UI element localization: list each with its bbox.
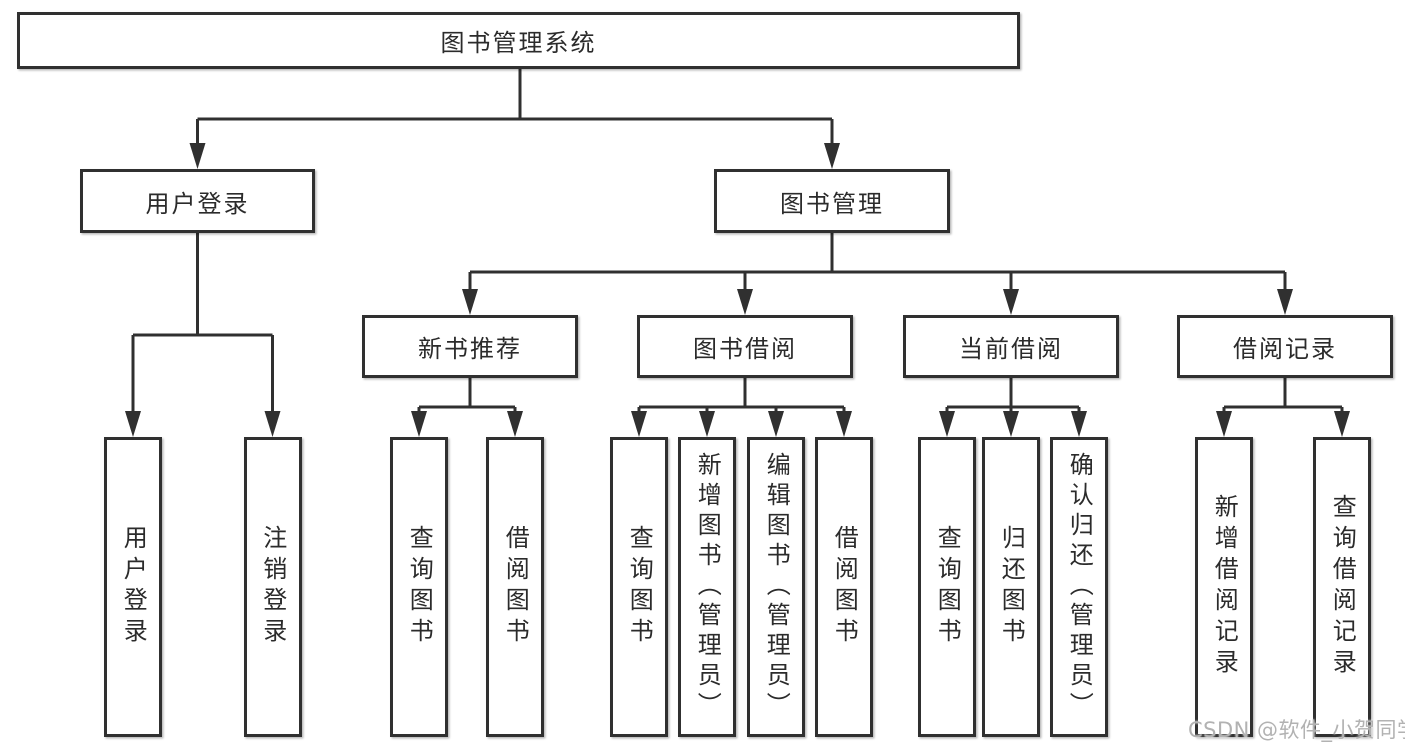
node-library-management-system: 图书管理系统 [17, 12, 1020, 69]
leaf-add-book-admin-label: 新增图书（管理员） [693, 452, 722, 722]
leaf-add-borrow-record-label: 新增借阅记录 [1210, 494, 1239, 680]
leaf-user-login: 用户登录 [104, 437, 162, 737]
leaf-search-books-current: 查询图书 [918, 437, 976, 737]
leaf-borrow-book-label: 借阅图书 [830, 525, 859, 649]
leaf-return-book-label: 归还图书 [997, 525, 1026, 649]
node-book-borrowing: 图书借阅 [637, 315, 853, 378]
node-current-borrowing: 当前借阅 [903, 315, 1119, 378]
leaf-borrow-books-recommend: 借阅图书 [486, 437, 544, 737]
leaf-borrow-books-recommend-label: 借阅图书 [501, 525, 530, 649]
leaf-search-books-recommend-label: 查询图书 [405, 525, 434, 649]
leaf-edit-book-admin: 编辑图书（管理员） [747, 437, 805, 737]
leaf-search-books-recommend: 查询图书 [390, 437, 448, 737]
leaf-user-login-label: 用户登录 [119, 525, 148, 649]
leaf-add-book-admin: 新增图书（管理员） [678, 437, 736, 737]
leaf-logout-label: 注销登录 [258, 525, 287, 649]
node-book-management: 图书管理 [714, 169, 950, 233]
leaf-return-book: 归还图书 [982, 437, 1040, 737]
leaf-search-books-borrowing: 查询图书 [610, 437, 668, 737]
node-borrowing-records: 借阅记录 [1177, 315, 1393, 378]
leaf-logout: 注销登录 [243, 437, 302, 737]
leaf-search-books-current-label: 查询图书 [933, 525, 962, 649]
leaf-confirm-return-admin-label: 确认归还（管理员） [1065, 452, 1094, 722]
watermark: CSDN @软件_小贺同学 [1188, 718, 1405, 742]
node-user-login: 用户登录 [80, 169, 315, 233]
node-new-book-recommendation: 新书推荐 [362, 315, 578, 378]
leaf-edit-book-admin-label: 编辑图书（管理员） [762, 452, 791, 722]
leaf-search-borrow-record-label: 查询借阅记录 [1328, 494, 1357, 680]
arrowheads [125, 143, 1350, 437]
leaf-confirm-return-admin: 确认归还（管理员） [1050, 437, 1108, 737]
leaf-search-books-borrowing-label: 查询图书 [625, 525, 654, 649]
leaf-search-borrow-record: 查询借阅记录 [1313, 437, 1371, 737]
leaf-borrow-book: 借阅图书 [815, 437, 873, 737]
leaf-add-borrow-record: 新增借阅记录 [1195, 437, 1253, 737]
